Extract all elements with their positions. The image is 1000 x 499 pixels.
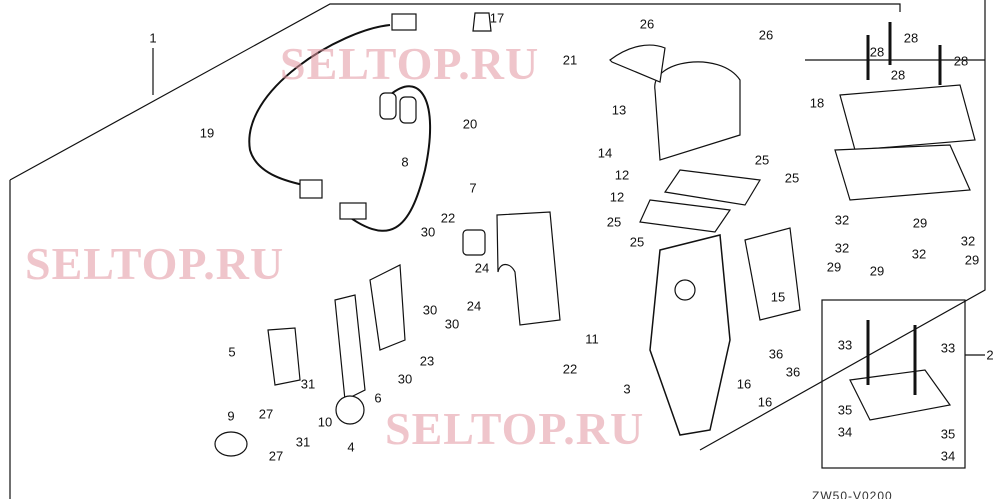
part-label: 32 — [960, 233, 976, 249]
part-label: 16 — [736, 376, 752, 392]
gasket — [496, 211, 561, 326]
part-label: 12 — [609, 189, 625, 205]
part-label: 15 — [770, 289, 786, 305]
part-label: 32 — [834, 240, 850, 256]
lever — [334, 294, 366, 401]
cover — [654, 61, 741, 161]
watermark: SELTOP.RU — [25, 238, 285, 289]
part-label: 33 — [837, 337, 853, 353]
control-box — [649, 234, 731, 436]
part-label: 25 — [784, 170, 800, 186]
part-label: 26 — [758, 27, 774, 43]
part-label: 8 — [401, 154, 409, 170]
part-label: 29 — [912, 215, 928, 231]
part-label: 28 — [869, 44, 885, 60]
part-label: 17 — [489, 10, 505, 26]
part-label: 30 — [422, 302, 438, 318]
part-label: 27 — [258, 406, 274, 422]
part-label: 16 — [757, 394, 773, 410]
part-label: 18 — [809, 95, 825, 111]
part-label: 29 — [869, 263, 885, 279]
part-label: 34 — [837, 424, 853, 440]
part-label: 30 — [397, 371, 413, 387]
sub-assembly-box — [821, 299, 966, 469]
part-label: 36 — [768, 346, 784, 362]
part-label: 36 — [785, 364, 801, 380]
part-label: 20 — [462, 116, 478, 132]
part-label: 25 — [629, 234, 645, 250]
part-label: 31 — [300, 376, 316, 392]
part-label: 30 — [420, 224, 436, 240]
watermark: SELTOP.RU — [280, 38, 540, 89]
part-label: 1 — [149, 30, 157, 46]
part-label: 30 — [444, 316, 460, 332]
part-label: 2 — [986, 347, 994, 363]
part-label: 10 — [317, 414, 333, 430]
part-label: 26 — [639, 16, 655, 32]
part-label: 25 — [606, 214, 622, 230]
part-label: 9 — [227, 408, 235, 424]
part-label: 12 — [614, 167, 630, 183]
part-label: 28 — [903, 30, 919, 46]
part-label: 7 — [469, 180, 477, 196]
part-label: 32 — [834, 212, 850, 228]
part-label: 24 — [474, 260, 490, 276]
part-label: 27 — [268, 448, 284, 464]
part-label: 3 — [623, 381, 631, 397]
part-label: 13 — [611, 102, 627, 118]
diagram-code: ZW50-V0200 — [812, 489, 893, 499]
part-label: 28 — [953, 53, 969, 69]
part-label: 34 — [940, 448, 956, 464]
part-label: 35 — [837, 402, 853, 418]
part-label: 32 — [911, 246, 927, 262]
part-label: 25 — [754, 152, 770, 168]
part-label: 35 — [940, 426, 956, 442]
assembly-frame — [9, 3, 901, 181]
part-label: 5 — [228, 344, 236, 360]
part-label: 19 — [199, 125, 215, 141]
part-label: 14 — [597, 145, 613, 161]
part-label: 24 — [466, 298, 482, 314]
part-label: 4 — [347, 439, 355, 455]
part-label: 28 — [890, 67, 906, 83]
part-label: 22 — [562, 361, 578, 377]
part-label: 23 — [419, 353, 435, 369]
part-label: 31 — [295, 434, 311, 450]
part-label: 29 — [964, 252, 980, 268]
part-label: 11 — [585, 331, 599, 347]
part-label: 22 — [440, 210, 456, 226]
part-label: 6 — [374, 390, 382, 406]
part-label: 33 — [940, 340, 956, 356]
watermark: SELTOP.RU — [385, 403, 645, 454]
part-label: 21 — [562, 52, 578, 68]
part-label: 29 — [826, 259, 842, 275]
